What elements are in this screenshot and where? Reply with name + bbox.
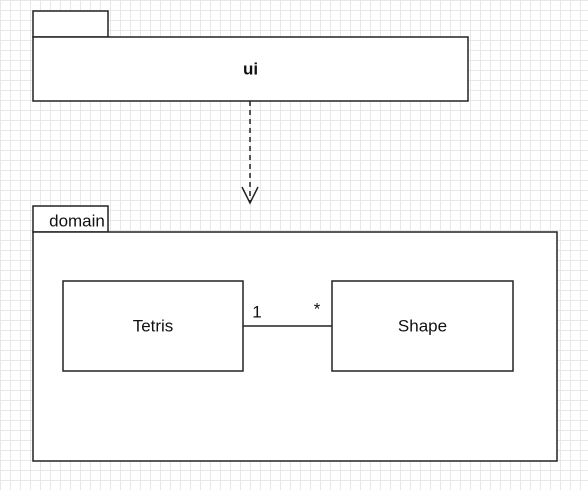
package-domain-name: domain: [49, 211, 105, 230]
package-ui-tab: [32, 10, 109, 38]
class-tetris-name: Tetris: [133, 316, 174, 335]
package-ui[interactable]: ui: [32, 10, 469, 102]
multiplicity-tetris: 1: [252, 302, 261, 321]
multiplicity-shape: *: [314, 299, 321, 318]
class-shape-name: Shape: [398, 316, 447, 335]
class-tetris-box: [62, 280, 244, 372]
class-shape-box: [331, 280, 514, 372]
dependency-arrowhead: [241, 186, 259, 205]
class-tetris[interactable]: Tetris: [62, 280, 244, 372]
dependency-arrow: [241, 101, 259, 205]
class-shape[interactable]: Shape: [331, 280, 514, 372]
association: 1 *: [243, 299, 332, 327]
package-ui-body: [32, 36, 469, 102]
package-ui-name: ui: [243, 59, 258, 78]
